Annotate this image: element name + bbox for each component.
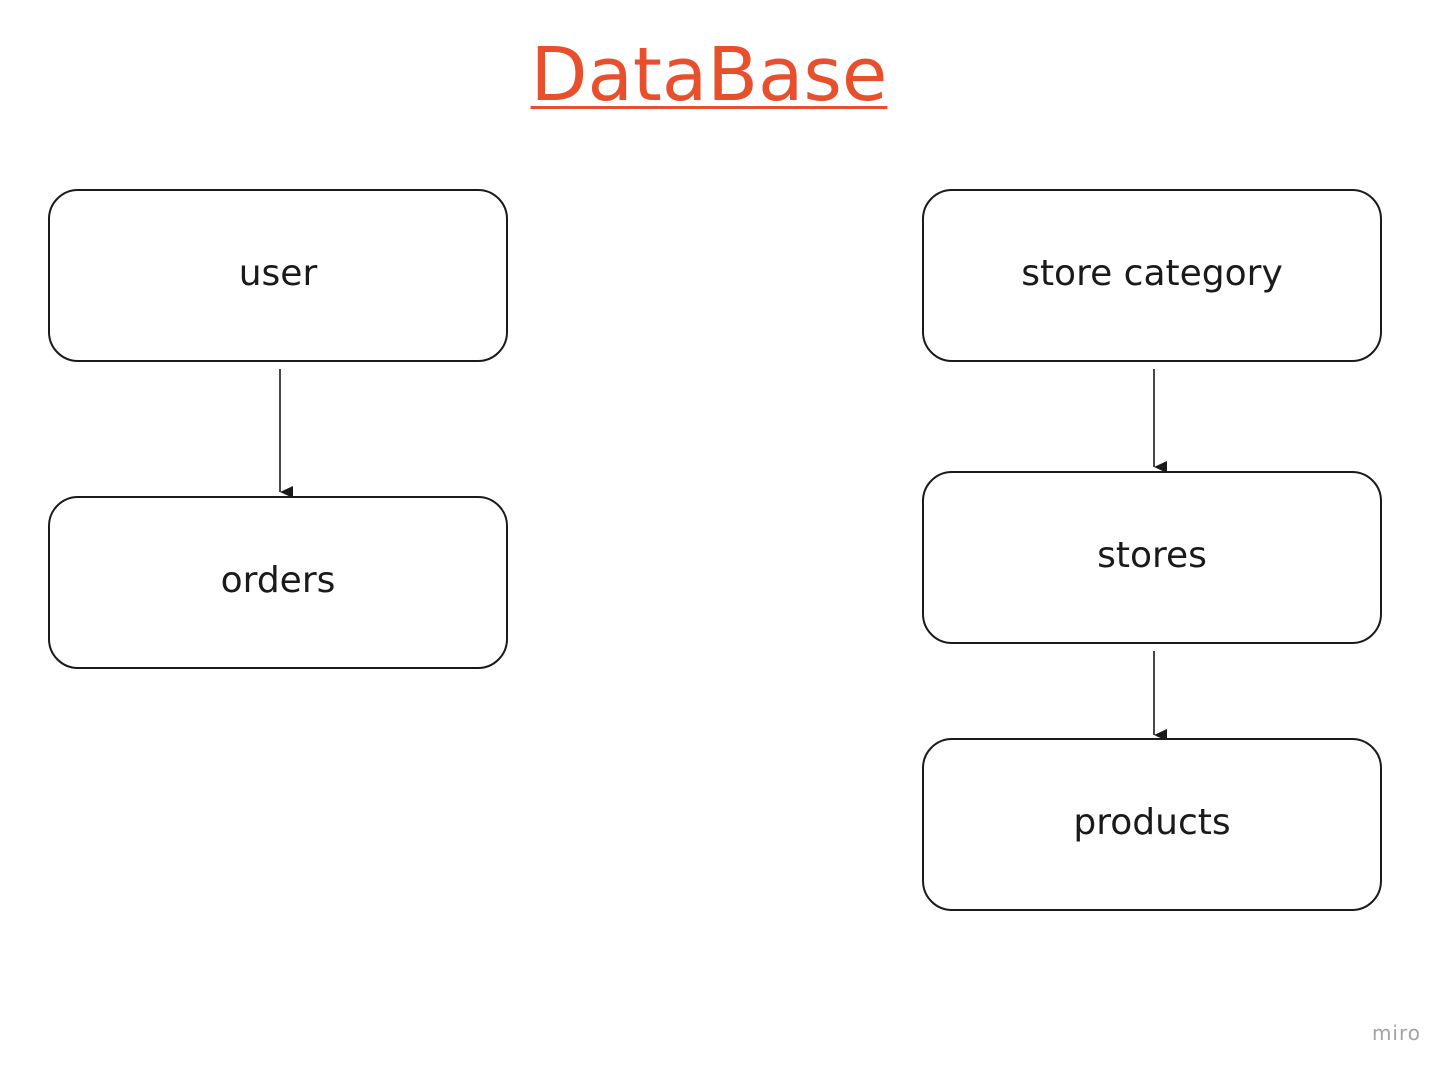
miro-watermark: miro (1371, 1021, 1421, 1045)
node-stores-label: stores (1097, 535, 1207, 576)
node-orders-label: orders (220, 560, 336, 601)
node-user-label: user (238, 253, 318, 294)
node-store-category-label: store category (1021, 253, 1283, 294)
node-user[interactable]: user (48, 189, 508, 362)
node-products[interactable]: products (922, 738, 1382, 911)
node-store-category[interactable]: store category (922, 189, 1382, 362)
node-stores[interactable]: stores (922, 471, 1382, 644)
diagram-title: DataBase (530, 32, 888, 118)
node-orders[interactable]: orders (48, 496, 508, 669)
node-products-label: products (1073, 802, 1231, 843)
